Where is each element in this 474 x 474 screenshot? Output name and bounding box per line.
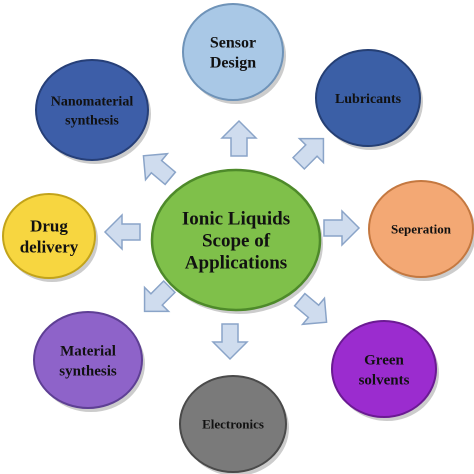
node-material-synthesis-label-line: synthesis: [59, 363, 117, 379]
node-lubricants-label-line: Lubricants: [335, 92, 402, 107]
node-drug-delivery-label-line: Drug: [30, 216, 68, 235]
node-nanomaterial-synthesis-label-line: synthesis: [65, 113, 119, 128]
arrow-lubricants: [291, 137, 325, 171]
node-electronics-label-line: Electronics: [202, 417, 264, 432]
node-nanomaterial-synthesis: Nanomaterial synthesis: [35, 59, 151, 164]
node-circle: [179, 375, 287, 473]
arrow-green-solvents: [293, 292, 328, 326]
node-sensor-design-label-line: Design: [210, 55, 256, 72]
center-label-line: Applications: [185, 253, 287, 274]
node-circle: [182, 3, 284, 101]
arrow-electronics: [211, 323, 249, 361]
node-circle: [331, 320, 437, 418]
arrow-drug-delivery: [103, 213, 141, 251]
node-circle: [315, 49, 421, 147]
node-circle: [35, 59, 149, 161]
node-drug-delivery-label-line: delivery: [20, 237, 79, 256]
node-material-synthesis: Material synthesis: [33, 311, 145, 412]
arrow-material-synthesis: [143, 279, 177, 313]
center-label-line: Ionic Liquids: [182, 209, 290, 230]
arrow-sensor-design: [220, 119, 258, 157]
node-circle: [368, 180, 474, 278]
center-circle: [150, 168, 322, 312]
node-green-solvents: Green solvents: [331, 320, 439, 421]
arrow-seperation: [323, 209, 361, 247]
node-seperation: Seperation: [368, 180, 474, 281]
node-green-solvents-label-line: solvents: [359, 372, 410, 388]
node-electronics: Electronics: [179, 375, 289, 474]
center-label-line: Scope of: [202, 231, 271, 252]
node-circle: [2, 193, 96, 279]
node-circle: [33, 311, 143, 409]
node-green-solvents-label-line: Green: [364, 352, 404, 368]
node-seperation-label-line: Seperation: [391, 222, 452, 237]
node-material-synthesis-label-line: Material: [60, 343, 116, 359]
node-drug-delivery: Drug delivery: [2, 193, 98, 282]
node-nanomaterial-synthesis-label-line: Nanomaterial: [51, 94, 134, 109]
arrows-layer: [103, 119, 361, 361]
node-lubricants: Lubricants: [315, 49, 423, 150]
node-sensor-design-label-line: Sensor: [210, 35, 256, 52]
arrow-nanomaterial-synthesis: [142, 152, 177, 186]
